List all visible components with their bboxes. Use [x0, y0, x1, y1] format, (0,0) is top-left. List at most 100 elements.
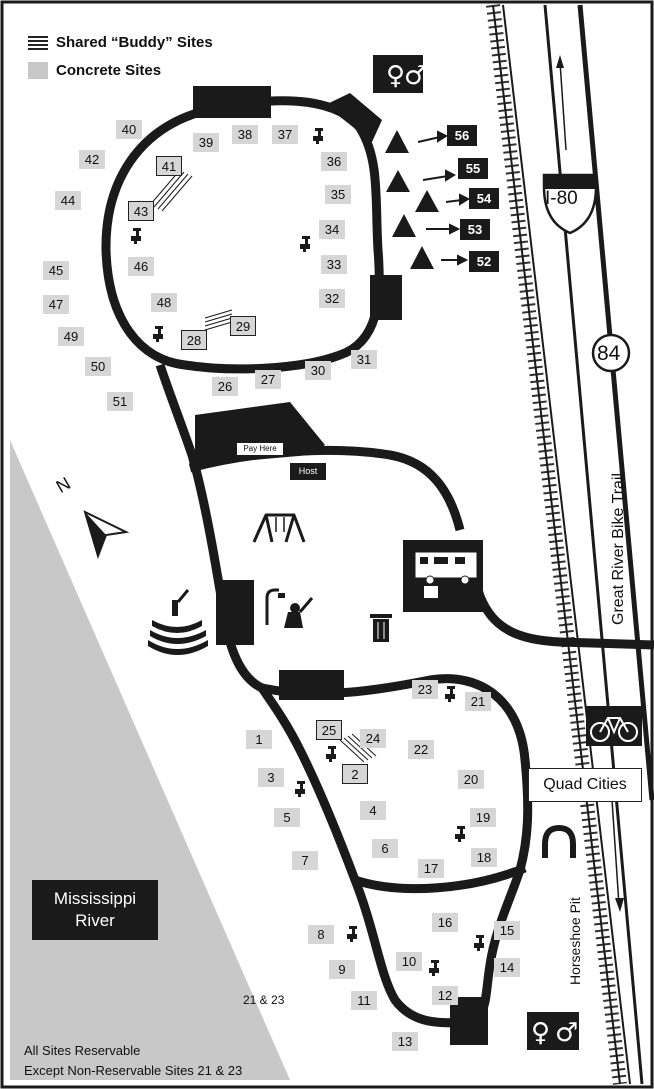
campsite[interactable]: 13 [392, 1032, 418, 1051]
parking-lot-south [279, 670, 344, 700]
lower-loop-road [252, 674, 533, 1028]
svg-text:♀: ♀ [531, 1018, 550, 1048]
campsite[interactable]: 31 [351, 350, 377, 369]
restroom-icon: ♀ ♂ [527, 1012, 579, 1050]
water-spigot-icon [131, 128, 484, 976]
campsite[interactable]: 26 [212, 377, 238, 396]
office-building [195, 402, 325, 465]
campsite[interactable]: 21 [465, 692, 491, 711]
campsite[interactable]: 8 [308, 925, 334, 944]
campsite[interactable]: 47 [43, 295, 69, 314]
campsite[interactable]: 32 [319, 289, 345, 308]
buddy-site[interactable]: 25 [316, 720, 342, 740]
campsite[interactable]: 30 [305, 361, 331, 380]
campsite[interactable]: 27 [255, 370, 281, 389]
buddy-site[interactable]: 2 [342, 764, 368, 784]
parking-lot-ne [325, 93, 382, 142]
tent-site[interactable]: 52 [469, 251, 499, 272]
footer-line-1: All Sites Reservable [24, 1043, 141, 1058]
railroad-icon [486, 4, 631, 1085]
campsite[interactable]: 17 [418, 859, 444, 878]
rv-dump-icon [414, 551, 478, 598]
amphitheater-icon [148, 589, 208, 655]
campsite[interactable]: 3 [258, 768, 284, 787]
parking-lot-north [193, 86, 271, 118]
svg-text:♀: ♀ [386, 61, 405, 91]
campsite[interactable]: 36 [321, 152, 347, 171]
campsite[interactable]: 1 [246, 730, 272, 749]
arrow-up-icon [556, 55, 564, 68]
campsite[interactable]: 35 [325, 185, 351, 204]
buddy-site[interactable]: 41 [156, 156, 182, 176]
campsite[interactable]: 33 [321, 255, 347, 274]
quad-cities-sign: Quad Cities [528, 768, 642, 802]
shower-icon [265, 588, 314, 628]
campsite[interactable]: 45 [43, 261, 69, 280]
campsite[interactable]: 22 [408, 740, 434, 759]
campsite[interactable]: 23 [412, 680, 438, 699]
tent-site[interactable]: 54 [469, 188, 499, 209]
concrete-swatch-icon [28, 62, 48, 79]
campsite[interactable]: 40 [116, 120, 142, 139]
campsite[interactable]: 18 [471, 848, 497, 867]
campsite[interactable]: 19 [470, 808, 496, 827]
tent-site[interactable]: 53 [460, 219, 490, 240]
campsite[interactable]: 7 [292, 851, 318, 870]
horseshoe-icon [542, 824, 576, 858]
tent-site[interactable]: 55 [458, 158, 488, 179]
main-road [155, 363, 265, 693]
campsite[interactable]: 39 [193, 133, 219, 152]
swing-icon [252, 513, 306, 543]
campsite[interactable]: 51 [107, 392, 133, 411]
lower-cross-road [353, 863, 527, 894]
campsite[interactable]: 10 [396, 952, 422, 971]
legend-buddy-label: Shared “Buddy” Sites [56, 34, 213, 51]
legend-concrete: Concrete Sites [28, 62, 161, 79]
campsite[interactable]: 14 [494, 958, 520, 977]
route-circle-icon [591, 333, 631, 373]
shower-building [216, 580, 254, 645]
campsite[interactable]: 12 [432, 986, 458, 1005]
footer-line-2: Except Non-Reservable Sites 21 & 23 [24, 1063, 243, 1078]
campsite[interactable]: 44 [55, 191, 81, 210]
buddy-site[interactable]: 28 [181, 330, 207, 350]
campsite[interactable]: 16 [432, 913, 458, 932]
campsite[interactable]: 50 [85, 357, 111, 376]
river-label: Mississippi River [53, 889, 137, 930]
campsite[interactable]: 34 [319, 220, 345, 239]
campsite[interactable]: 42 [79, 150, 105, 169]
highway-line-2 [577, 4, 654, 801]
campsite[interactable]: 11 [351, 991, 377, 1010]
parking-lot-east [370, 275, 402, 320]
campsite[interactable]: 46 [128, 257, 154, 276]
campsite[interactable]: 24 [360, 729, 386, 748]
tent-arrows [417, 130, 471, 266]
campsite[interactable]: 15 [494, 921, 520, 940]
campsite[interactable]: 5 [274, 808, 300, 827]
buddy-site[interactable]: 43 [128, 201, 154, 221]
campsite[interactable]: 9 [329, 960, 355, 979]
campsite[interactable]: 6 [372, 839, 398, 858]
host-label: Host [290, 463, 326, 480]
buddy-site[interactable]: 29 [230, 316, 256, 336]
east-road [473, 588, 654, 650]
restroom-icon: ♀ ♂ [373, 55, 427, 93]
campsite[interactable]: 49 [58, 327, 84, 346]
campsite[interactable]: 37 [272, 125, 298, 144]
tent-icon [385, 130, 439, 269]
campsite[interactable]: 20 [458, 770, 484, 789]
campsite[interactable]: 38 [232, 125, 258, 144]
compass-arrow-icon [83, 510, 130, 560]
river-area [10, 440, 290, 1080]
horseshoe-label: Horseshoe Pit [567, 897, 583, 985]
legend-buddy: Shared “Buddy” Sites [28, 34, 213, 51]
river-label-box: Mississippi River [32, 880, 158, 940]
trail-label: Great River Bike Trail [610, 472, 627, 625]
tent-site[interactable]: 56 [447, 125, 477, 146]
campsite[interactable]: 4 [360, 801, 386, 820]
pay-here-label: Pay Here [237, 443, 283, 455]
campsite[interactable]: 48 [151, 293, 177, 312]
svg-text:♂: ♂ [555, 1018, 578, 1048]
arrow-down-icon [615, 898, 624, 912]
